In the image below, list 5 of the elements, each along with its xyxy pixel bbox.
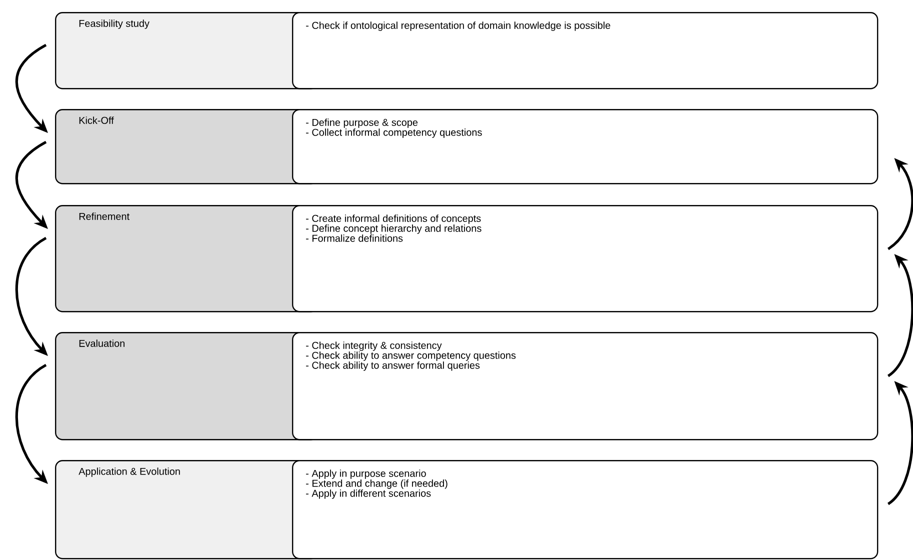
task-box: - Check if ontological representation of domain knowledge is possible [292,12,878,90]
task-box: - Define purpose & scope - Collect informal competency questions [292,109,878,184]
task-box: - Check integrity & consistency - Check ability to answer competency questions - Check ability to answer formal queries [292,332,878,440]
task-box: - Apply in purpose scenario - Extend and change (if needed) - Apply in different scenarios [292,460,878,560]
task-box: - Create informal definitions of concepts - Define concept hierarchy and relations - Formalize definitions [292,205,878,312]
